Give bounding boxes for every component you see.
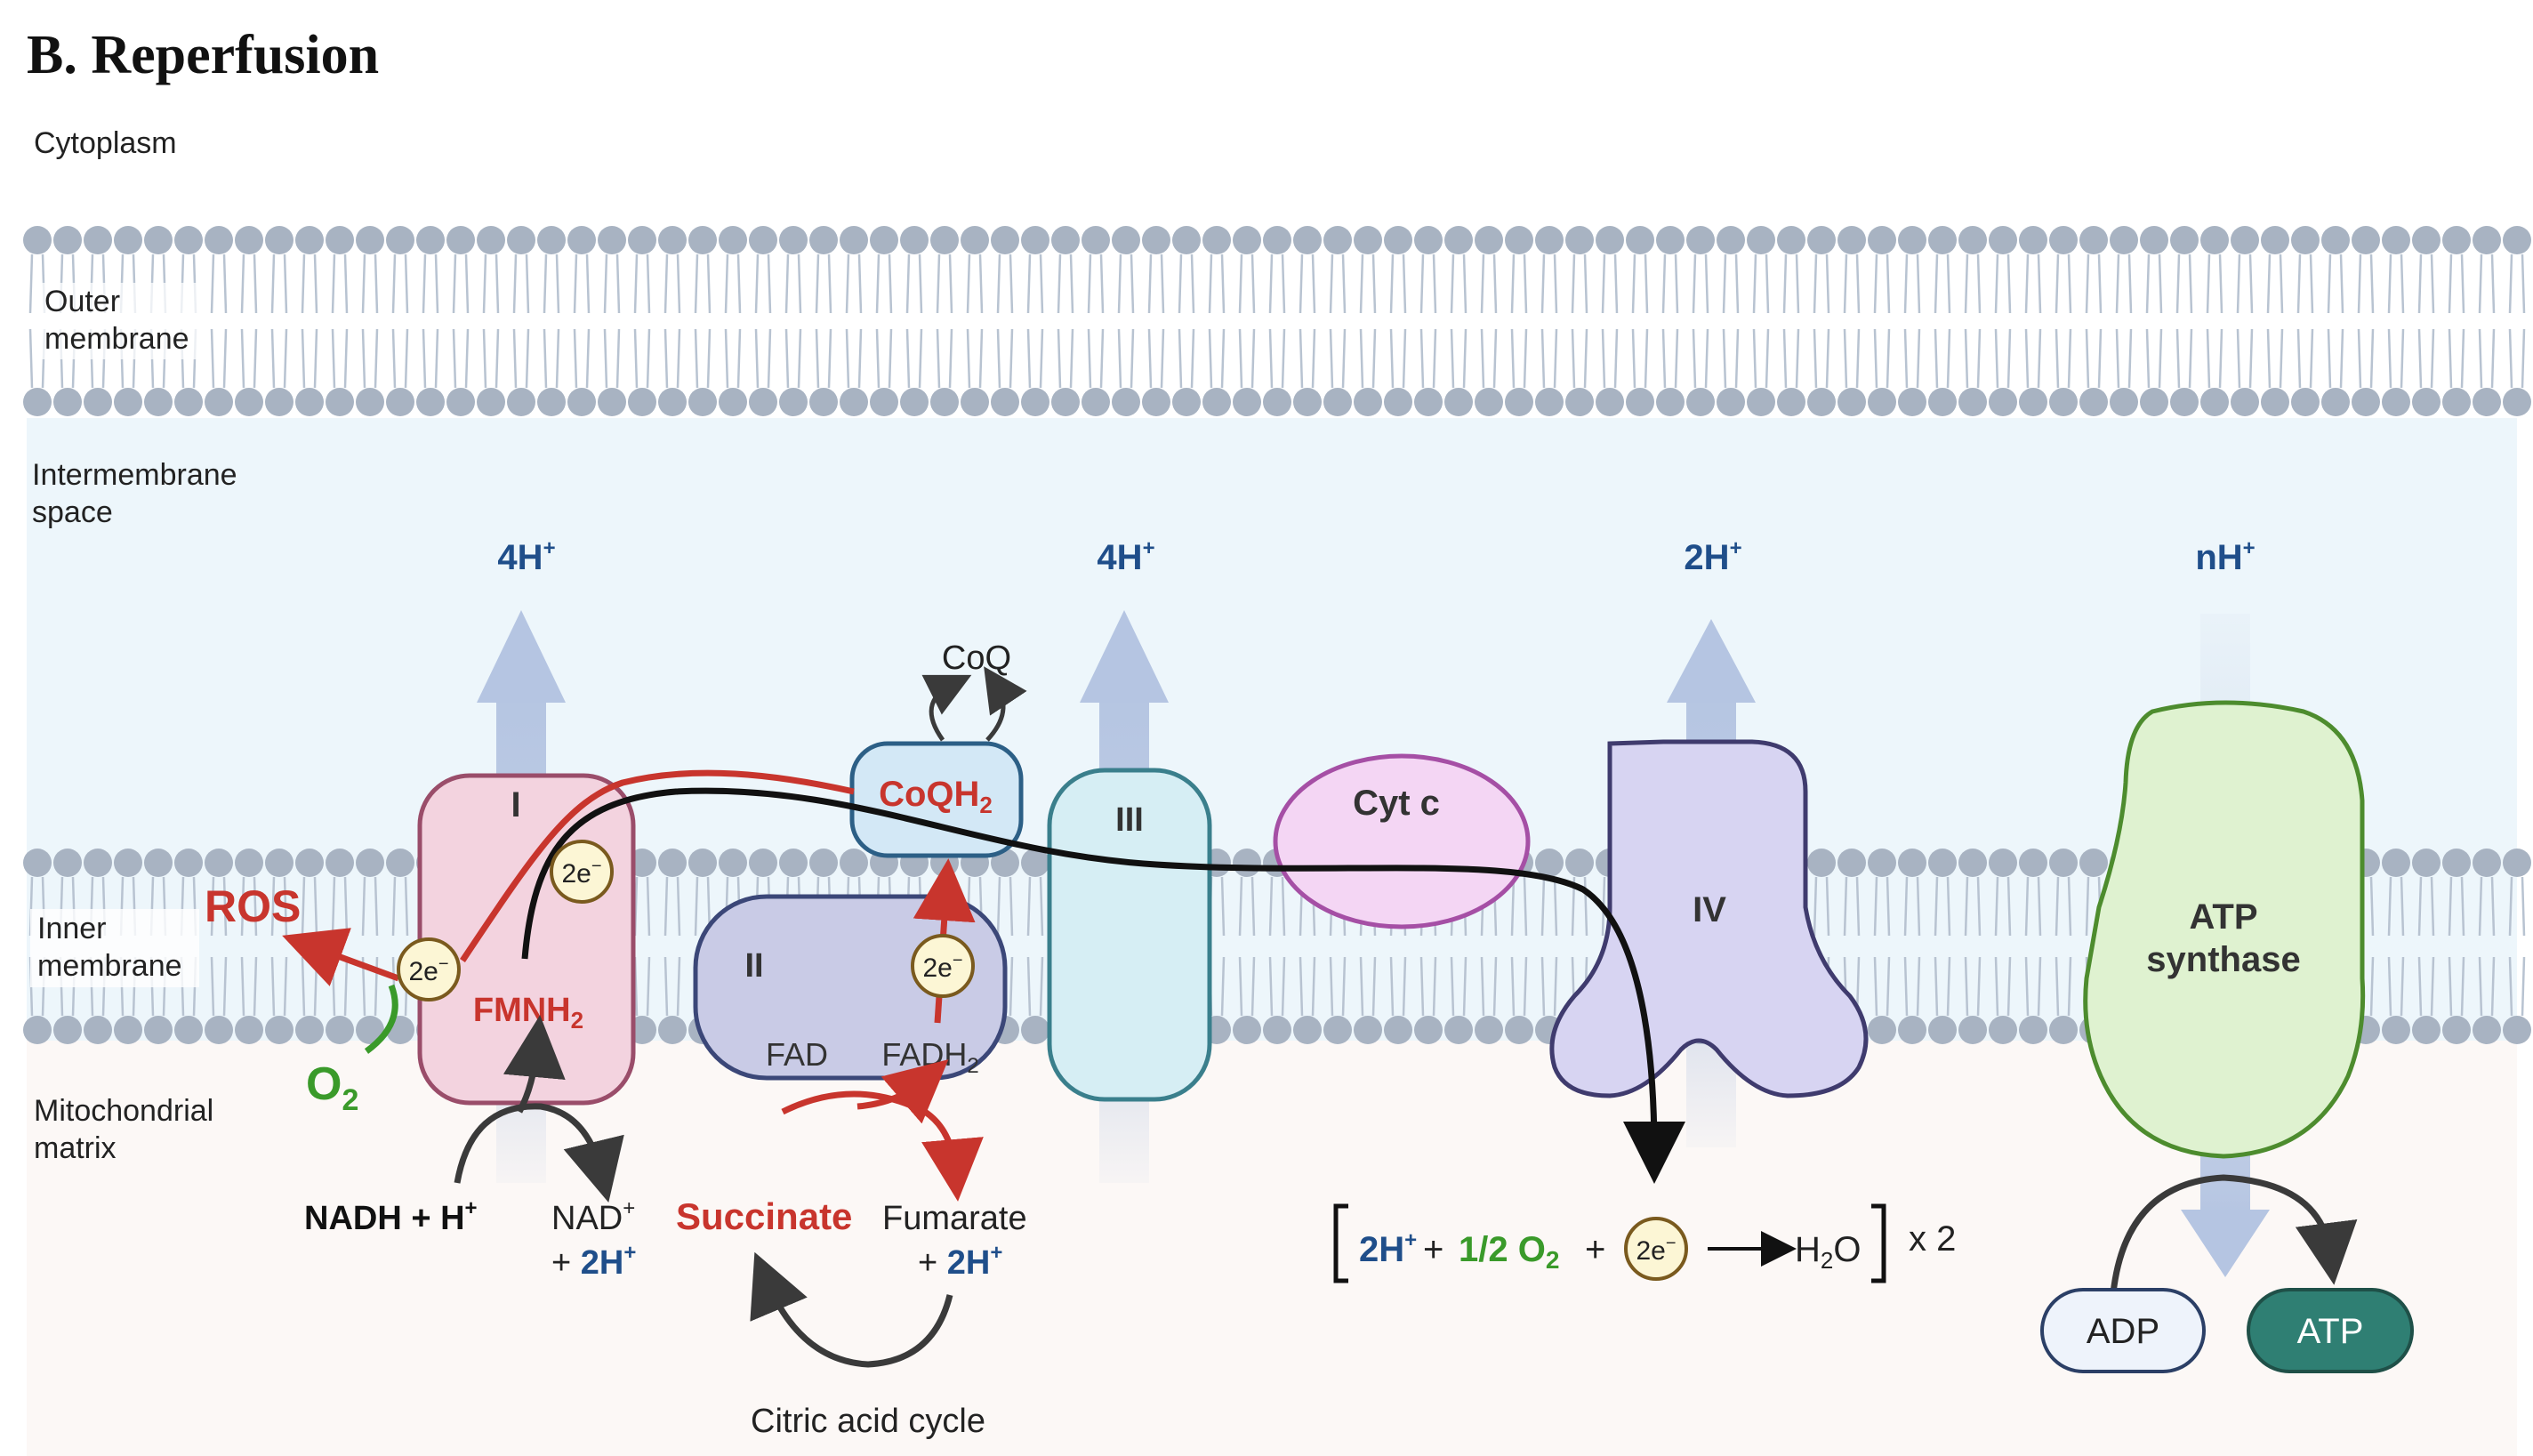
complex-III-label: III — [1115, 801, 1144, 839]
cyt-c-label: Cyt c — [1353, 784, 1440, 823]
citric-acid-cycle-label: Citric acid cycle — [751, 1403, 985, 1440]
equation-electrons: 2e− — [1636, 1234, 1676, 1266]
atp-synthase-label-line2: synthase — [2146, 940, 2300, 979]
oxygen-connector — [364, 984, 398, 1054]
nad-protons-label: + 2H+ — [551, 1241, 636, 1282]
fumarate-label: Fumarate — [882, 1200, 1027, 1237]
complex-I-label: I — [511, 785, 520, 825]
svg-text:membrane: membrane — [44, 322, 189, 356]
complex-III — [1047, 768, 1212, 1102]
svg-text:Inner: Inner — [37, 912, 107, 945]
complex-IV — [1549, 739, 1869, 1098]
atp-label: ATP — [2297, 1312, 2364, 1351]
coq-cycle-arrow-left — [921, 674, 972, 742]
complex-IV-label: IV — [1693, 890, 1726, 929]
svg-text:membrane: membrane — [37, 949, 182, 983]
svg-text:2e−: 2e− — [561, 857, 601, 889]
proton-label-complex-IV: 2H+ — [1684, 536, 1741, 577]
cytoplasm-label: Cytoplasm — [34, 126, 177, 160]
ros-electron-path-red — [460, 769, 855, 962]
svg-text:Intermembrane: Intermembrane — [32, 458, 237, 492]
electron-transport-path-black — [521, 787, 1685, 1184]
svg-text:Outer: Outer — [44, 285, 120, 318]
equation-protons: 2H+ — [1359, 1228, 1417, 1269]
svg-text:matrix: matrix — [34, 1131, 117, 1165]
svg-text:Mitochondrial: Mitochondrial — [34, 1094, 213, 1128]
nad-label: NAD+ — [551, 1196, 635, 1237]
electron-circle-complex-I-upper: 2e− — [550, 840, 614, 904]
equation-oxygen: 1/2 O2 — [1459, 1230, 1559, 1274]
coq-label: CoQ — [942, 640, 1011, 677]
outer-membrane — [23, 226, 2531, 416]
matrix-label: Mitochondrial matrix — [34, 1094, 213, 1165]
fmnh2-label: FMNH2 — [473, 992, 583, 1034]
nadh-oxidation-arrow — [454, 1103, 624, 1203]
succinate-to-fad-arrow — [856, 1059, 949, 1124]
atp-synthesis-arrow — [2110, 1174, 2358, 1294]
fumarate-protons-label: + 2H+ — [918, 1241, 1002, 1282]
proton-label-complex-I: 4H+ — [497, 536, 555, 577]
svg-text:2e−: 2e− — [408, 954, 448, 986]
oxygen-label: O2 — [306, 1058, 358, 1117]
svg-text:+: + — [1423, 1230, 1443, 1269]
proton-label-complex-III: 4H+ — [1097, 536, 1154, 577]
nadh-to-fmn-arrow — [503, 1015, 566, 1114]
svg-text:2e−: 2e− — [922, 951, 962, 983]
equation-product: H2O — [1795, 1230, 1861, 1274]
cytochrome-c — [1273, 753, 1531, 929]
nadh-label: NADH + H+ — [304, 1196, 478, 1237]
svg-text:space: space — [32, 495, 113, 529]
water-formation-equation: 2H+ + 1/2 O2 + 2e− H2O x 2 — [1333, 1203, 1956, 1283]
coq-cycle-arrow-right — [984, 666, 1027, 742]
complex-II-label: II — [744, 947, 763, 985]
atp-synthase — [2083, 700, 2366, 1159]
svg-text:+: + — [1585, 1230, 1605, 1269]
outer-membrane-label: Outer membrane — [36, 283, 205, 359]
equation-multiplier: x 2 — [1909, 1219, 1956, 1259]
fad-label: FAD — [766, 1036, 828, 1073]
intermembrane-label: Intermembrane space — [32, 458, 237, 529]
electron-circle-complex-I-lower: 2e− — [397, 937, 461, 1002]
atp-synthase-label-line1: ATP — [2189, 897, 2257, 937]
adp-label: ADP — [2087, 1312, 2159, 1351]
inner-membrane-label: Inner membrane — [30, 909, 199, 987]
ros-label: ROS — [205, 881, 301, 931]
adp-pill — [2040, 1288, 2206, 1373]
atp-pill — [2247, 1288, 2414, 1373]
figure-title: B. Reperfusion — [27, 25, 379, 85]
ros-arrow — [282, 928, 400, 986]
succinate-label: Succinate — [676, 1195, 852, 1237]
citric-acid-cycle-arrow — [750, 1251, 953, 1368]
coqh2-carrier — [849, 741, 1024, 858]
matrix-background — [27, 1041, 2517, 1456]
proton-label-atp-synthase: nH+ — [2195, 536, 2255, 577]
fadh2-label: FADH2 — [881, 1036, 978, 1078]
coqh2-label: CoQH2 — [879, 775, 993, 818]
electron-circle-complex-II: 2e− — [911, 934, 975, 998]
